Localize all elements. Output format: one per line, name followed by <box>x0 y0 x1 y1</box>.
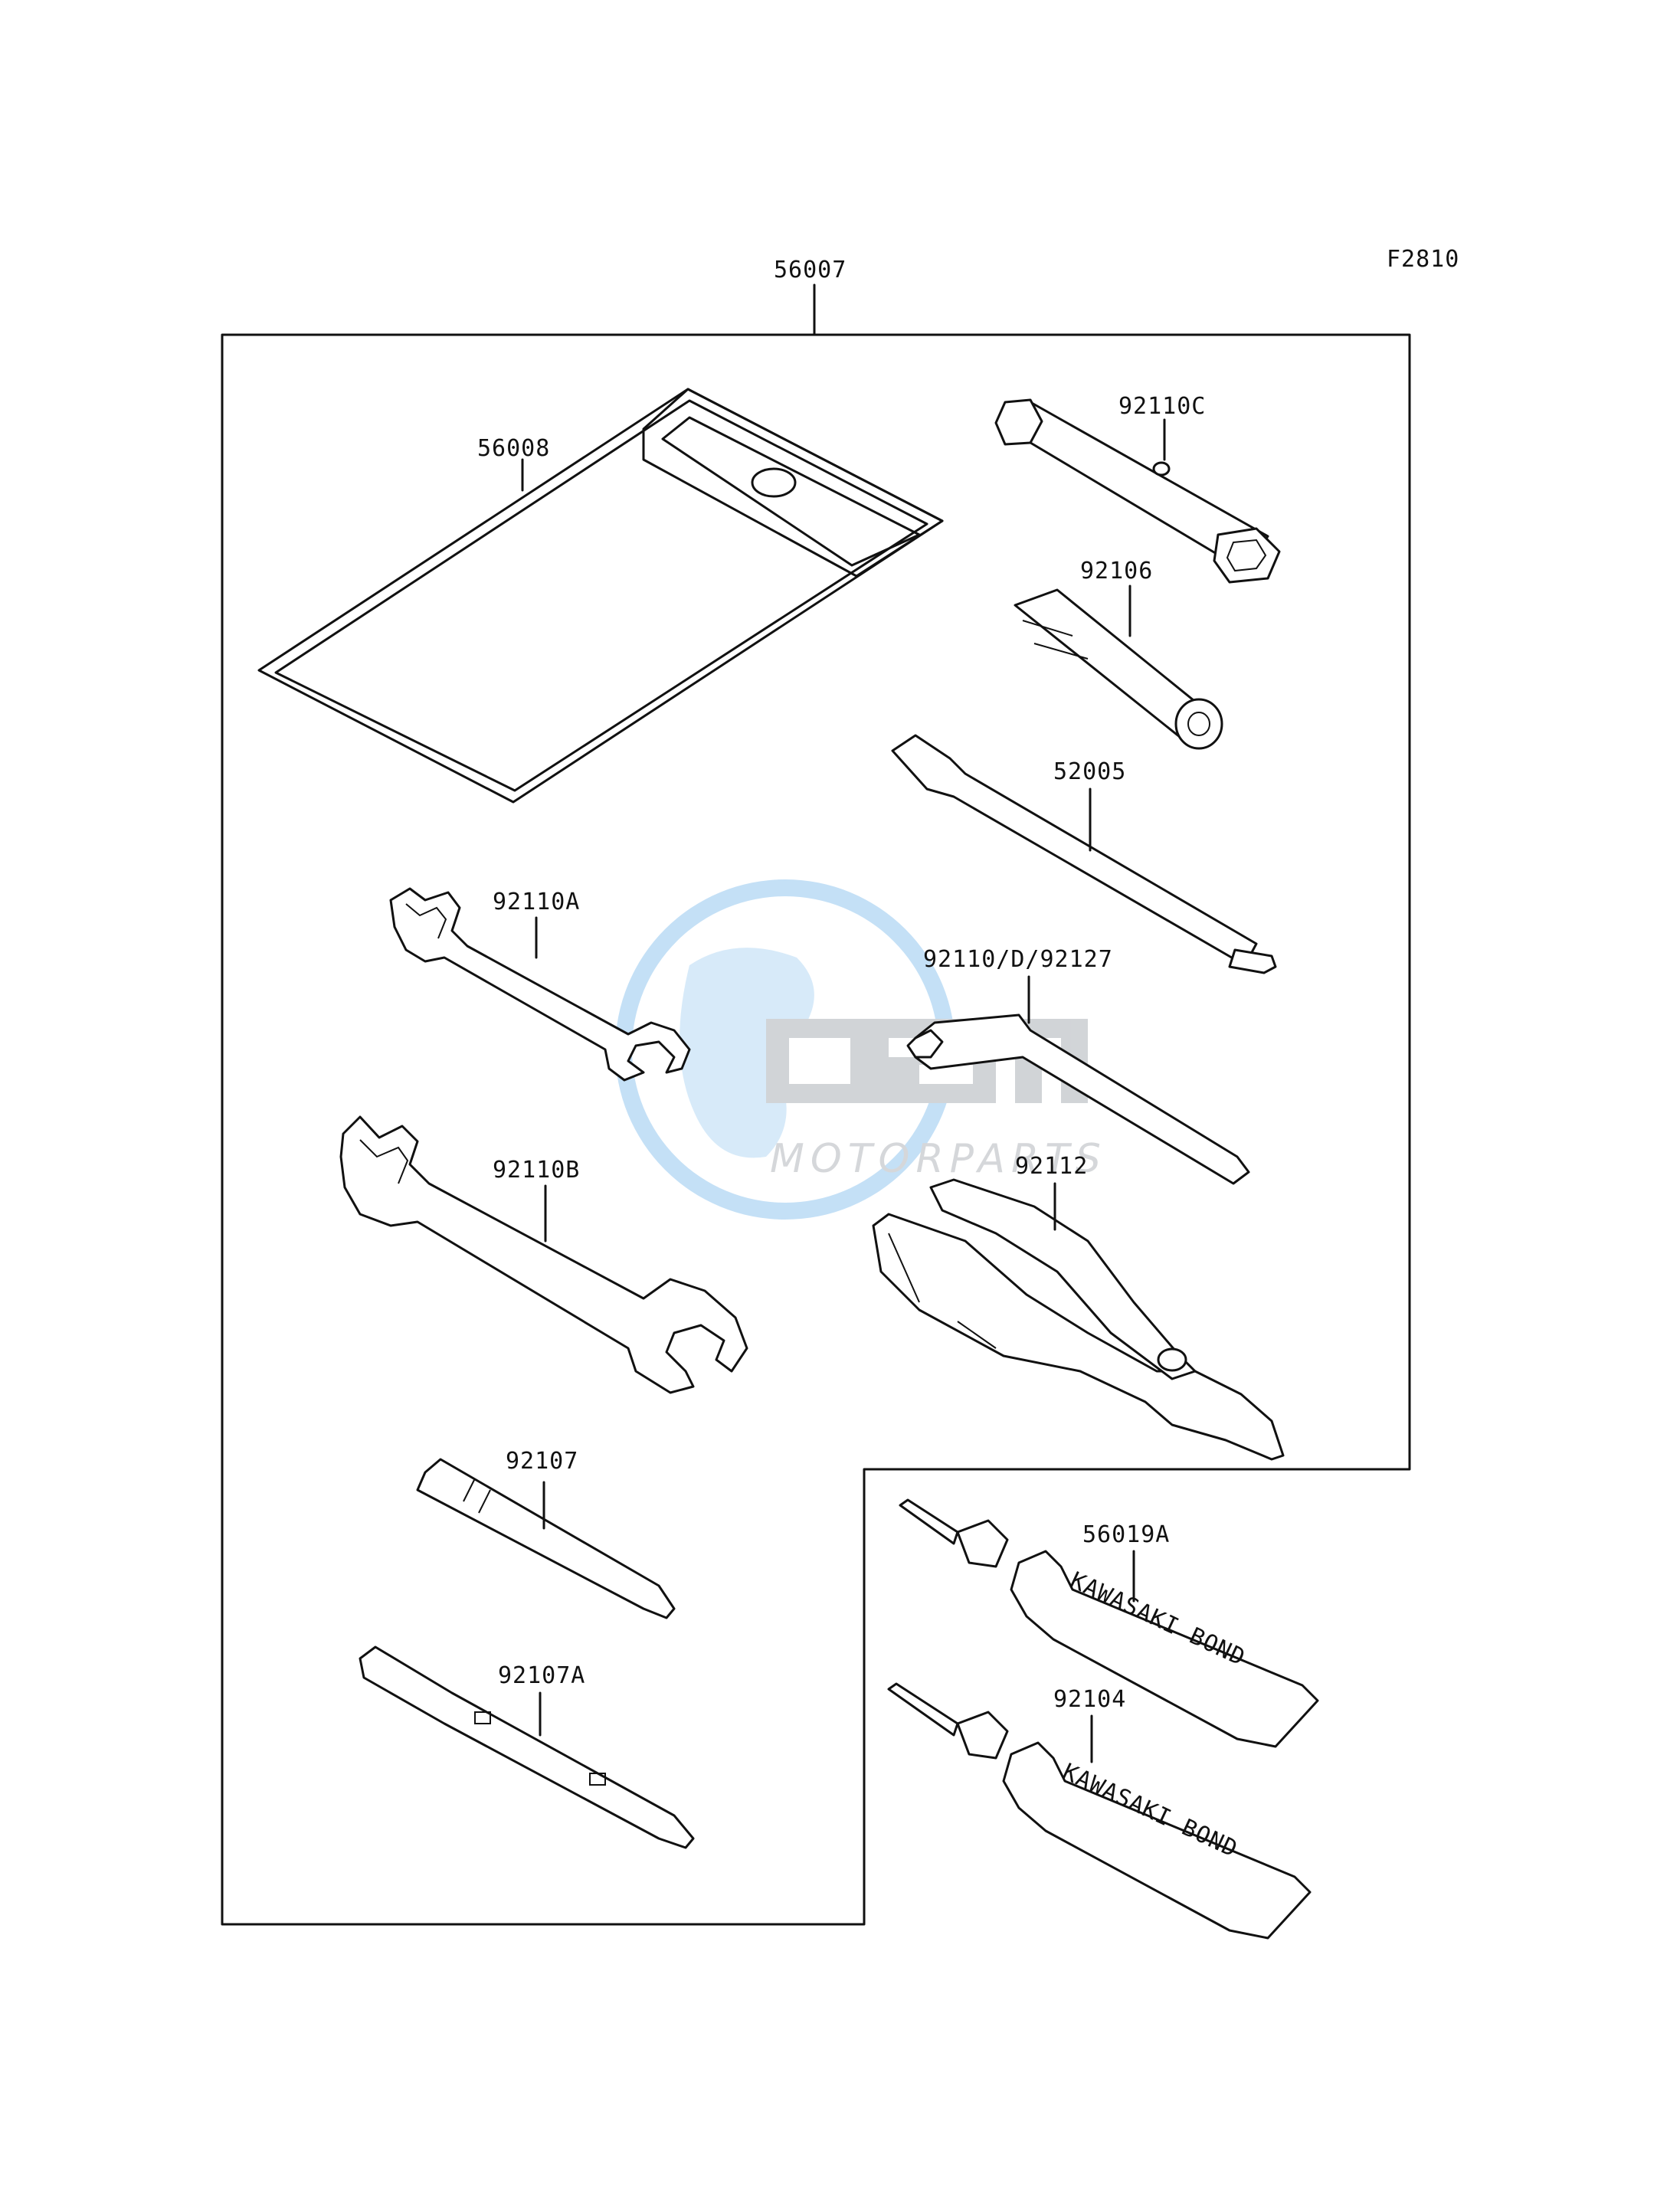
kit-label: 56007 <box>774 257 847 283</box>
hex-key <box>906 975 1250 1185</box>
part-label-56008: 56008 <box>477 435 550 462</box>
watermark-tagline: MOTORPARTS <box>770 1136 1107 1182</box>
figure-code: F2810 <box>1387 246 1459 273</box>
part-label-92106: 92106 <box>1080 558 1153 584</box>
large-open-wrench <box>339 1115 748 1394</box>
part-label-92110a: 92110A <box>493 889 580 915</box>
screwdriver-bit <box>416 1458 676 1619</box>
spark-plug-socket-adapter <box>1014 584 1223 750</box>
tool-bag <box>257 388 944 804</box>
part-label-92104: 92104 <box>1053 1686 1126 1713</box>
part-label-hex-key: 92110/D/92127 <box>923 946 1113 973</box>
part-label-92110c: 92110C <box>1118 393 1206 420</box>
part-label-92112: 92112 <box>1015 1153 1088 1180</box>
part-label-92107: 92107 <box>506 1448 578 1475</box>
handle-bar <box>891 734 1277 974</box>
part-label-92110b: 92110B <box>493 1157 580 1184</box>
pliers <box>872 1178 1285 1461</box>
small-open-wrench <box>389 887 691 1082</box>
part-label-52005: 52005 <box>1053 758 1126 785</box>
part-label-56019a: 56019A <box>1082 1521 1170 1548</box>
kit-boundary-frame <box>221 333 1411 1926</box>
part-label-92107a: 92107A <box>498 1662 585 1689</box>
screwdriver <box>359 1645 695 1849</box>
box-wrench <box>994 398 1281 584</box>
osm-watermark-logo: MOTORPARTS <box>615 879 1107 1220</box>
